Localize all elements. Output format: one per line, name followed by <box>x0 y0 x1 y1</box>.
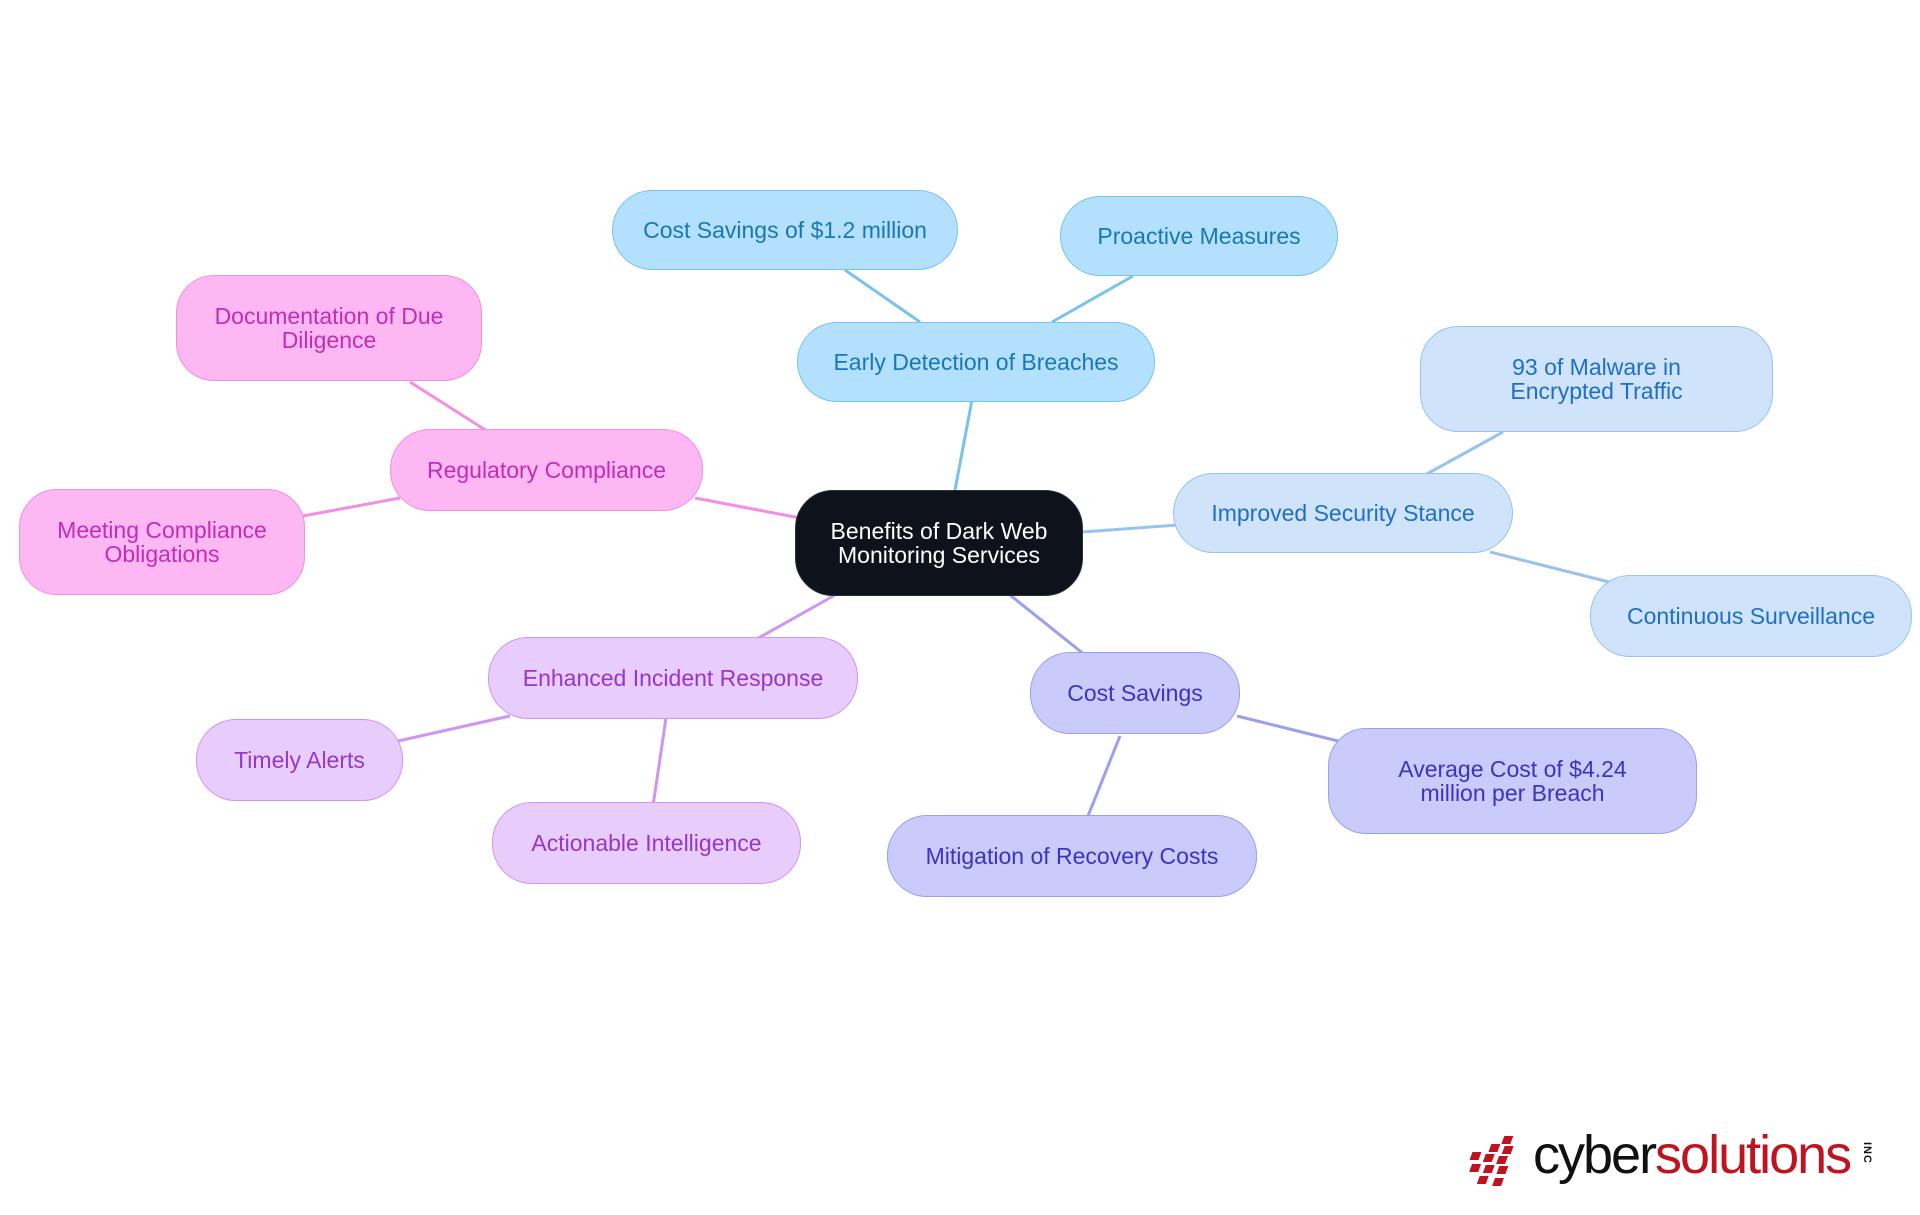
branch-label: Regulatory Compliance <box>426 457 667 483</box>
link-root-cost-savings <box>1009 593 1086 657</box>
branch-cost-savings: Cost Savings <box>1030 652 1240 734</box>
link-root-regulatory <box>694 496 801 520</box>
leaf-label: Continuous Surveillance <box>1626 603 1876 629</box>
link-root-early-detection <box>953 399 974 491</box>
branch-label: Cost Savings <box>1067 680 1203 706</box>
link-cost-mitigation <box>1086 735 1122 817</box>
logo-text-main: cyber <box>1533 1125 1657 1185</box>
leaf-actionable-intelligence: Actionable Intelligence <box>492 802 801 884</box>
leaf-meeting-compliance: Meeting Compliance Obligations <box>19 489 305 595</box>
leaf-label: Proactive Measures <box>1097 223 1301 249</box>
branch-early-detection: Early Detection of Breaches <box>797 322 1155 402</box>
root-label: Benefits of Dark Web Monitoring Services <box>830 518 1048 568</box>
logo-wordmark: cybersolutions <box>1533 1120 1852 1190</box>
link-incident-alerts <box>397 714 511 743</box>
branch-incident-response: Enhanced Incident Response <box>488 637 858 719</box>
branch-label: Improved Security Stance <box>1211 500 1475 526</box>
branch-security-stance: Improved Security Stance <box>1173 473 1513 553</box>
link-root-security-stance <box>1081 523 1179 534</box>
leaf-proactive-measures: Proactive Measures <box>1060 196 1338 276</box>
branch-label: Early Detection of Breaches <box>833 349 1119 375</box>
link-root-incident-response <box>754 593 836 642</box>
logo-suffix: INC <box>1861 1142 1873 1164</box>
leaf-timely-alerts: Timely Alerts <box>196 719 403 801</box>
logo-text-accent: solutions <box>1655 1125 1852 1185</box>
link-security-malware <box>1424 430 1504 477</box>
link-reg-meeting <box>302 496 401 518</box>
leaf-label: Documentation of Due Diligence <box>214 303 444 353</box>
leaf-label: Average Cost of $4.24 million per Breach <box>1398 756 1627 806</box>
leaf-mitigation-recovery: Mitigation of Recovery Costs <box>887 815 1257 897</box>
link-early-costsavings12 <box>844 268 921 324</box>
link-early-proactive <box>1051 274 1134 324</box>
leaf-label: Actionable Intelligence <box>531 830 762 856</box>
leaf-cost-savings-1-2m: Cost Savings of $1.2 million <box>612 190 958 270</box>
leaf-continuous-surveillance: Continuous Surveillance <box>1590 575 1912 657</box>
leaf-average-cost: Average Cost of $4.24 million per Breach <box>1328 728 1697 834</box>
leaf-malware-encrypted: 93 of Malware in Encrypted Traffic <box>1420 326 1773 432</box>
cybersolutions-logo: cybersolutions INC <box>1465 1120 1885 1190</box>
logo-cubes-icon <box>1469 1136 1514 1186</box>
link-cost-average <box>1236 714 1339 743</box>
link-security-surveillance <box>1489 550 1614 585</box>
leaf-documentation-due-diligence: Documentation of Due Diligence <box>176 275 482 381</box>
link-reg-documentation <box>409 380 488 433</box>
leaf-label: Cost Savings of $1.2 million <box>643 217 927 243</box>
root-node: Benefits of Dark Web Monitoring Services <box>795 490 1083 596</box>
leaf-label: 93 of Malware in Encrypted Traffic <box>1510 354 1683 404</box>
leaf-label: Timely Alerts <box>234 747 365 773</box>
link-incident-intelligence <box>651 717 668 807</box>
branch-label: Enhanced Incident Response <box>522 665 824 691</box>
leaf-label: Meeting Compliance Obligations <box>57 517 267 567</box>
branch-regulatory-compliance: Regulatory Compliance <box>390 429 703 511</box>
leaf-label: Mitigation of Recovery Costs <box>925 843 1219 869</box>
